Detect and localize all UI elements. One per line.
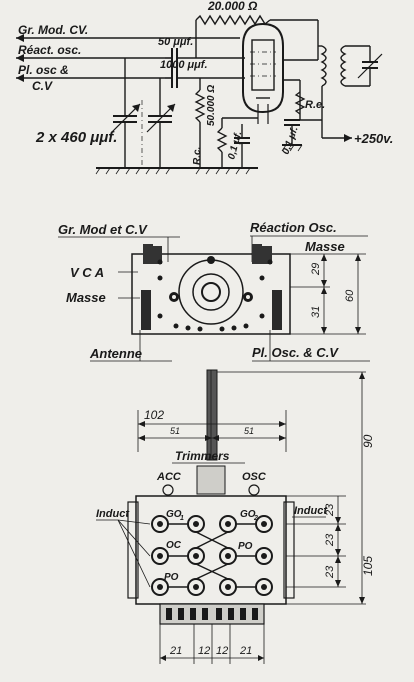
- label-oc: OC: [166, 540, 182, 551]
- contact-lugs: [157, 259, 273, 332]
- label-osc: OSC: [242, 471, 267, 483]
- shaft-icon: [206, 369, 218, 461]
- label-cap-50: 50 μμf.: [158, 36, 193, 48]
- dim-102: 102: [144, 408, 164, 422]
- label-po-2: PO: [164, 572, 179, 583]
- label-supply: +250v.: [354, 131, 393, 146]
- dim-23-bottom: 23: [324, 565, 336, 579]
- terminal-strip: [159, 603, 265, 625]
- dim-21-right: 21: [239, 645, 252, 657]
- resistor-20000: [195, 14, 319, 60]
- label-pl-osc-cv: Pl. Osc. & C.V: [252, 345, 339, 360]
- label-re: R.e.: [305, 99, 325, 111]
- arrow-icon: [16, 34, 24, 42]
- label-sub-1: 1: [180, 515, 184, 522]
- dim-60: 60: [344, 289, 356, 302]
- label-induct-left: Induct: [96, 508, 130, 520]
- label-masse-left: Masse: [66, 290, 106, 305]
- capacitor-50pf: [165, 48, 245, 68]
- label-cap-01-right: 0,1 μf.: [280, 125, 300, 156]
- switch-top-view: Gr. Mod et C.V Réaction Osc. Masse V C A…: [58, 220, 370, 362]
- label-react-osc: Réact. osc.: [18, 43, 81, 57]
- dim-51-left: 51: [170, 426, 180, 436]
- label-res-20000: 20.000 Ω: [207, 0, 258, 13]
- label-reaction-osc: Réaction Osc.: [250, 220, 337, 235]
- switch-front-view: 90 102 51 51 Trimmers ACC OSC: [96, 369, 375, 664]
- label-trimmers: Trimmers: [175, 449, 230, 463]
- label-rc: R.c.: [192, 147, 203, 165]
- trimmer-block: [196, 465, 226, 495]
- label-cap-1000: 1000 μμf.: [160, 59, 208, 71]
- label-cap-tuning: 2 x 460 μμf.: [35, 129, 117, 146]
- label-sub-2: 2: [253, 515, 258, 522]
- capacitor-1000pf: [165, 68, 245, 88]
- resistor-rc: [216, 127, 228, 153]
- label-go-1: GO: [166, 509, 182, 520]
- arrow-icon: [344, 134, 352, 142]
- dim-23-top: 23: [324, 503, 336, 517]
- dim-90: 90: [361, 434, 375, 448]
- terminal-tabs: [141, 244, 282, 330]
- label-gr-mod-et-cv: Gr. Mod et C.V: [58, 222, 148, 237]
- dim-12-left: 12: [198, 645, 210, 657]
- label-masse-right: Masse: [305, 239, 345, 254]
- label-po-1: PO: [238, 541, 253, 552]
- terminal-pins: [166, 608, 258, 620]
- shaft-icon: [201, 282, 221, 302]
- dim-105: 105: [361, 556, 375, 576]
- resistor-50000: [194, 89, 206, 123]
- tuning-capacitor-icon: [111, 58, 176, 168]
- label-acc: ACC: [156, 471, 182, 483]
- dim-29: 29: [310, 263, 322, 276]
- arrow-icon: [16, 74, 24, 82]
- resistor-re: [294, 91, 306, 115]
- ground-icon: [95, 144, 303, 175]
- dim-12-right: 12: [216, 645, 228, 657]
- dim-23-middle: 23: [324, 533, 336, 547]
- label-go-2: GO: [240, 509, 256, 520]
- label-res-50000: 50.000 Ω: [206, 85, 217, 126]
- label-gr-mod-cv: Gr. Mod. CV.: [18, 23, 88, 37]
- wafer-board: [131, 253, 291, 335]
- dim-31: 31: [310, 306, 322, 318]
- oscillator-schematic: Gr. Mod. CV. Réact. osc. Pl. osc & C.V 5…: [16, 0, 393, 175]
- label-pl-osc: Pl. osc &: [18, 63, 69, 77]
- vacuum-tube-icon: [242, 22, 318, 124]
- arrow-icon: [16, 54, 24, 62]
- coil-grid: [151, 515, 273, 596]
- dim-21-left: 21: [169, 645, 182, 657]
- label-induct-right: Induct: [294, 505, 328, 517]
- label-vca: V C A: [70, 265, 104, 280]
- dim-51-right: 51: [244, 426, 254, 436]
- label-cv: C.V: [32, 79, 53, 93]
- label-antenne: Antenne: [89, 346, 142, 361]
